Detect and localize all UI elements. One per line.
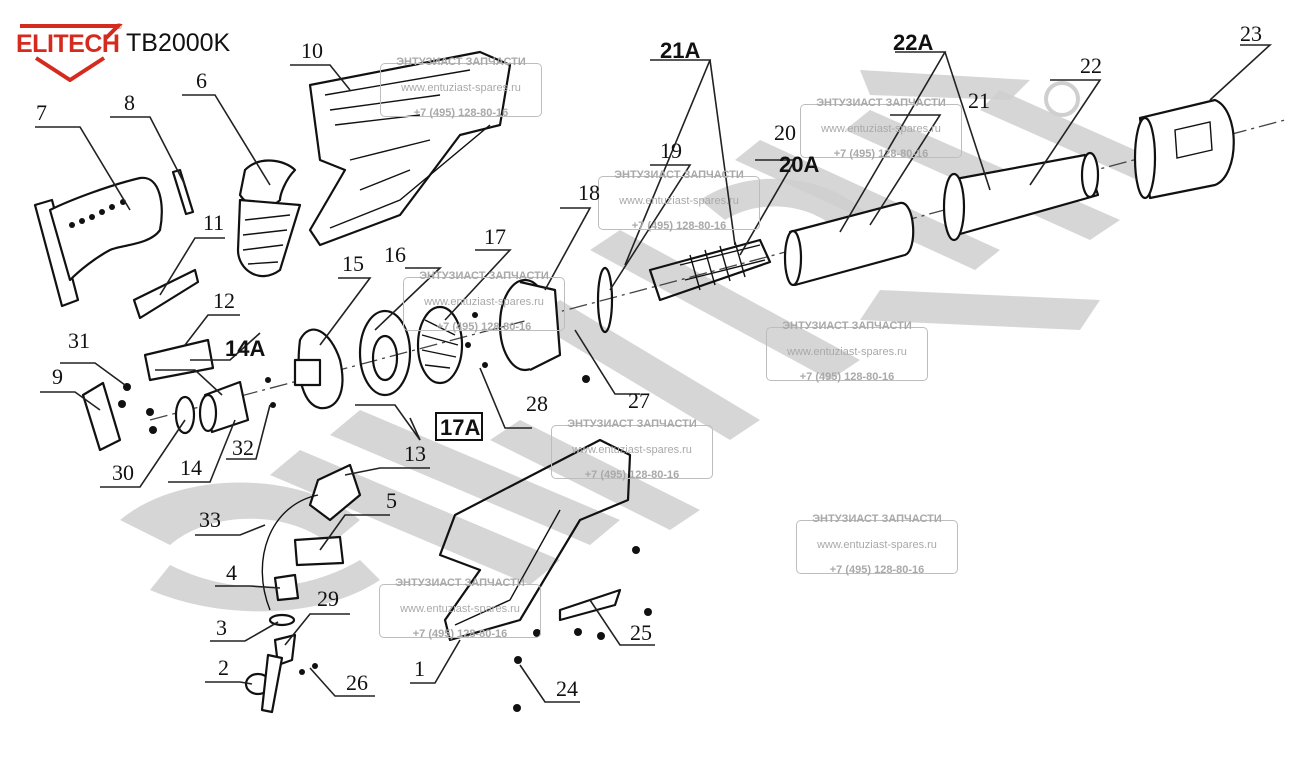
part-22-outer-tube <box>942 151 1100 242</box>
part-label: 19 <box>660 138 682 163</box>
part-label: 11 <box>203 210 224 235</box>
part-label: 4 <box>226 560 237 585</box>
part-21-inner-tube <box>783 201 915 287</box>
registered-mark-icon <box>1044 81 1080 117</box>
part-label: 3 <box>216 615 227 640</box>
part-6-knob <box>236 159 302 278</box>
part-label: 17 <box>484 224 506 249</box>
part-label: 31 <box>68 328 90 353</box>
part-label: 21 <box>968 88 990 113</box>
part-10-housing-half <box>308 50 512 247</box>
model-name: TB2000K <box>126 29 231 57</box>
part-label: 5 <box>386 488 397 513</box>
watermark-big-text <box>120 70 1180 612</box>
part-20-heating-element <box>648 238 772 302</box>
part-label: 26 <box>346 670 368 695</box>
part-13-switch <box>308 463 362 522</box>
logo-chevron <box>34 56 106 82</box>
part-label: 10 <box>301 38 323 63</box>
part-15-motor-support <box>293 328 344 410</box>
part-label: 15 <box>342 251 364 276</box>
part-18-fan-housing <box>498 278 562 372</box>
brand-registered-mark: ® <box>116 22 122 31</box>
part-19-ring <box>596 266 614 334</box>
part-label: 18 <box>578 180 600 205</box>
part-2-trigger <box>244 653 284 714</box>
part-32-nuts <box>265 377 276 408</box>
assembly-label: 20A <box>779 152 819 177</box>
assembly-label: 14A <box>225 336 265 361</box>
part-label: 8 <box>124 90 135 115</box>
part-label: 2 <box>218 655 229 680</box>
part-label: 13 <box>404 441 426 466</box>
part-label: 24 <box>556 676 578 701</box>
part-5-capacitor <box>293 535 345 567</box>
assembly-label-box <box>435 412 483 441</box>
part-label: 25 <box>630 620 652 645</box>
brand-name: ELITECH <box>16 30 120 58</box>
part-label: 7 <box>36 100 47 125</box>
assembly-label: 22A <box>893 30 933 55</box>
part-label: 30 <box>112 460 134 485</box>
leader-lines <box>35 44 1273 703</box>
part-16-flange <box>358 309 412 397</box>
part-4-connector <box>273 573 300 602</box>
elitech-logo <box>20 24 123 82</box>
part-23-nozzle-cap <box>1133 98 1235 200</box>
part-label: 33 <box>199 507 221 532</box>
part-27-screw <box>582 375 590 383</box>
part-label: 12 <box>213 288 235 313</box>
part-label: 22 <box>1080 53 1102 78</box>
part-label: 27 <box>628 388 650 413</box>
assembly-label: 17A <box>440 415 480 440</box>
part-label: 14 <box>180 455 202 480</box>
part-label: 6 <box>196 68 207 93</box>
part-31-screws <box>118 383 157 434</box>
part-label: 29 <box>317 586 339 611</box>
part-17-impeller <box>416 305 464 385</box>
part-label: 28 <box>526 391 548 416</box>
part-7-handle-cover <box>33 176 163 308</box>
part-label: 1 <box>414 656 425 681</box>
part-25-cover <box>558 588 622 622</box>
part-14-motor <box>198 380 250 434</box>
part-label: 9 <box>52 364 63 389</box>
part-26-screws <box>299 663 318 675</box>
part-label: 16 <box>384 242 406 267</box>
part-label: 20 <box>774 120 796 145</box>
part-33-wire <box>261 494 319 611</box>
part-30-bearing <box>174 395 196 435</box>
part-24-screws <box>513 546 652 712</box>
logo-top-bar <box>20 24 123 40</box>
assembly-label: 21A <box>660 38 700 63</box>
part-9-bracket <box>81 381 122 452</box>
part-28-screws <box>465 312 488 368</box>
part-label: 32 <box>232 435 254 460</box>
part-1-housing-half <box>438 438 632 642</box>
part-11-terminal <box>132 268 200 320</box>
part-label: 23 <box>1240 21 1262 46</box>
